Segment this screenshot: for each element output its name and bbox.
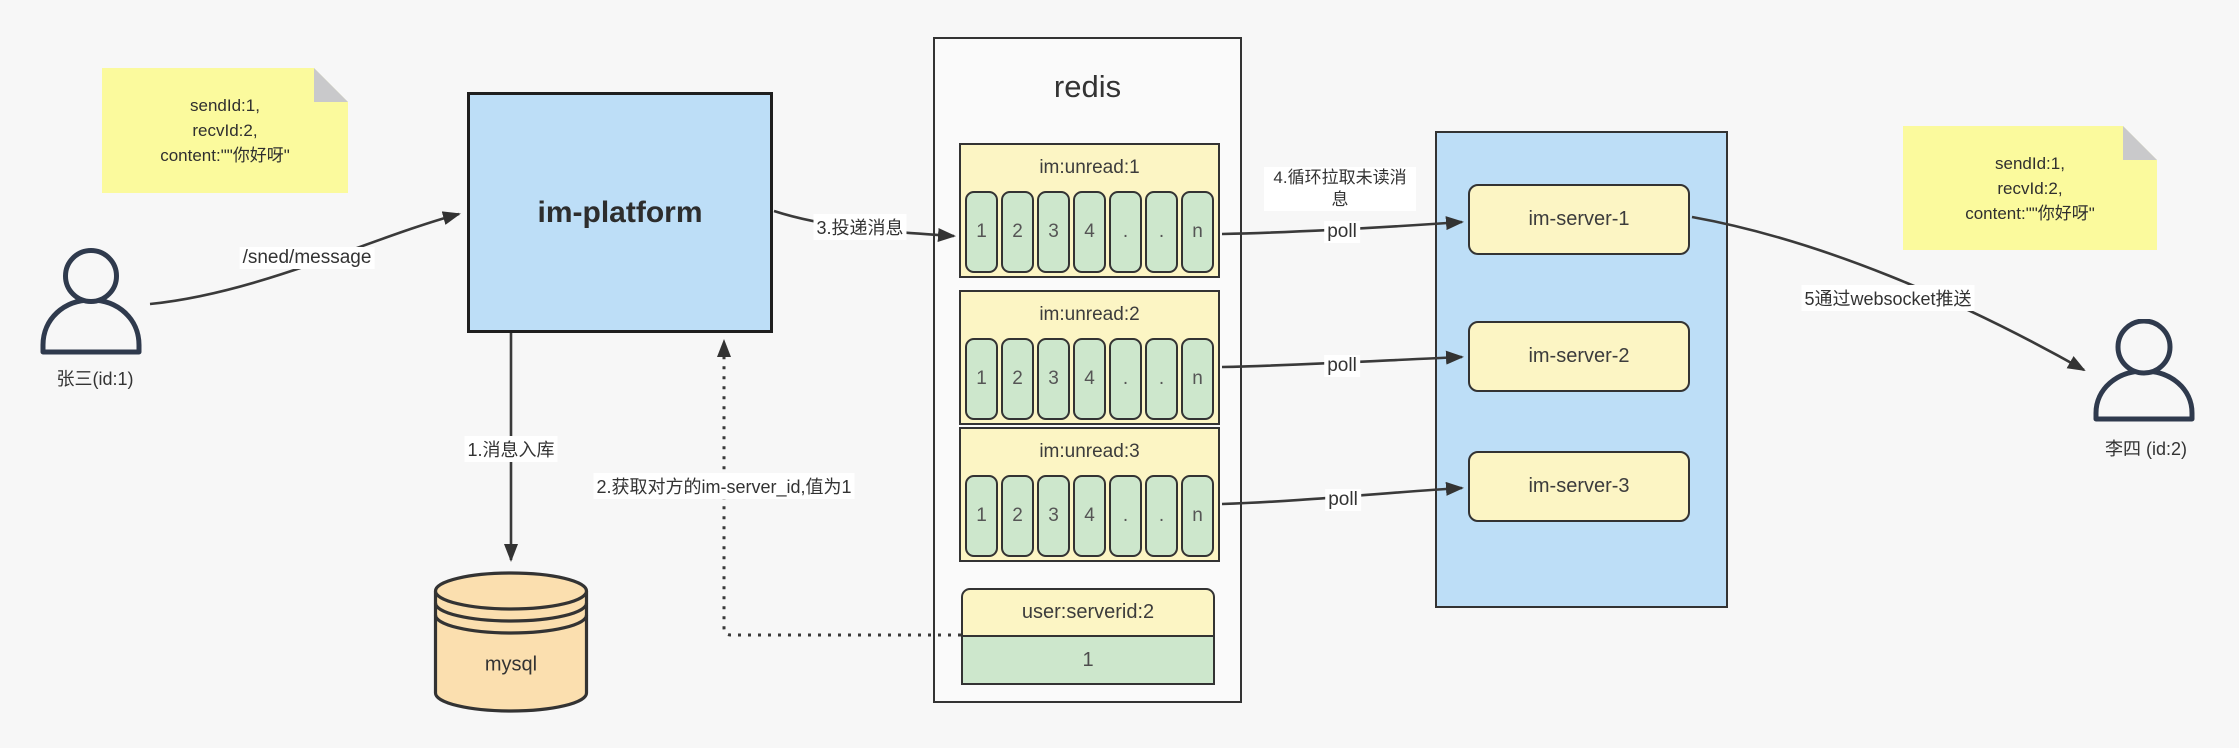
- queue-cell: .: [1109, 191, 1142, 273]
- queue-cell: 4: [1073, 191, 1106, 273]
- queue-cell: 4: [1073, 338, 1106, 420]
- queue-cell: .: [1145, 475, 1178, 557]
- edge-label-poll-3: poll: [1325, 489, 1361, 511]
- queue-cell: .: [1109, 338, 1142, 420]
- queue-cell: 1: [965, 338, 998, 420]
- queue-im-unread-1: im:unread:1 1 2 3 4 . . n: [959, 143, 1220, 278]
- mysql-cylinder-icon: [433, 571, 589, 713]
- queue-cell: 3: [1037, 338, 1070, 420]
- user-icon-sender: [40, 248, 142, 355]
- note-fold-corner: [314, 68, 348, 102]
- note-line: recvId:2,: [1997, 178, 2063, 198]
- queue-cells: 1 2 3 4 . . n: [965, 191, 1214, 273]
- edge-label-step2: 2.获取对方的im-server_id,值为1: [593, 473, 855, 499]
- note-line: sendId:1,: [190, 96, 260, 115]
- edge-label-send-message: /sned/message: [239, 247, 375, 269]
- sticky-note-right: sendId:1, recvId:2, content:""你好呀": [1903, 126, 2157, 250]
- queue-cell: 1: [965, 191, 998, 273]
- im-server-3-label: im-server-3: [1528, 475, 1630, 497]
- queue-header: im:unread:1: [1039, 157, 1140, 178]
- edge-label-step5: 5通过websocket推送: [1801, 285, 1975, 311]
- queue-cell: n: [1181, 338, 1214, 420]
- receiver-label: 李四 (id:2): [2104, 439, 2188, 459]
- redis-title: redis: [1053, 69, 1122, 104]
- edge-label-step3: 3.投递消息: [813, 214, 907, 240]
- queue-cell: n: [1181, 475, 1214, 557]
- note-line: content:""你好呀": [160, 146, 290, 165]
- edge-label-poll-2: poll: [1324, 355, 1360, 377]
- user-icon-receiver: [2093, 319, 2195, 422]
- sender-label: 张三(id:1): [56, 369, 134, 389]
- im-server-1-box: im-server-1: [1468, 184, 1690, 255]
- mysql-label: mysql: [484, 653, 538, 676]
- im-platform-label: im-platform: [537, 195, 703, 229]
- note-line: content:""你好呀": [1965, 203, 2095, 223]
- queue-cell: 3: [1037, 475, 1070, 557]
- queue-cell: 2: [1001, 338, 1034, 420]
- edge-label-poll-1: poll: [1324, 221, 1360, 243]
- note-fold-corner: [2123, 126, 2157, 160]
- queue-im-unread-3: im:unread:3 1 2 3 4 . . n: [959, 427, 1220, 562]
- queue-cell: 3: [1037, 191, 1070, 273]
- kv-user-serverid: user:serverid:2 1: [961, 588, 1215, 685]
- queue-cells: 1 2 3 4 . . n: [965, 338, 1214, 420]
- edge-label-step4: 4.循环拉取未读消息: [1264, 167, 1416, 211]
- queue-cell: .: [1145, 191, 1178, 273]
- im-server-3-box: im-server-3: [1468, 451, 1690, 522]
- kv-value: 1: [961, 637, 1215, 685]
- note-line: sendId:1,: [1995, 153, 2065, 173]
- queue-cell: 4: [1073, 475, 1106, 557]
- queue-cell: n: [1181, 191, 1214, 273]
- kv-header: user:serverid:2: [961, 588, 1215, 637]
- im-server-2-label: im-server-2: [1528, 345, 1630, 367]
- im-server-2-box: im-server-2: [1468, 321, 1690, 392]
- queue-im-unread-2: im:unread:2 1 2 3 4 . . n: [959, 290, 1220, 425]
- queue-cell: .: [1145, 338, 1178, 420]
- queue-cell: 1: [965, 475, 998, 557]
- edge-label-step1: 1.消息入库: [464, 436, 558, 462]
- queue-cells: 1 2 3 4 . . n: [965, 475, 1214, 557]
- im-server-1-label: im-server-1: [1528, 208, 1630, 230]
- queue-cell: 2: [1001, 475, 1034, 557]
- queue-cell: .: [1109, 475, 1142, 557]
- sticky-note-left: sendId:1, recvId:2, content:""你好呀": [102, 68, 348, 193]
- im-platform-box: im-platform: [467, 92, 773, 333]
- queue-cell: 2: [1001, 191, 1034, 273]
- queue-header: im:unread:3: [1039, 441, 1140, 462]
- note-line: recvId:2,: [192, 121, 258, 140]
- queue-header: im:unread:2: [1039, 304, 1140, 325]
